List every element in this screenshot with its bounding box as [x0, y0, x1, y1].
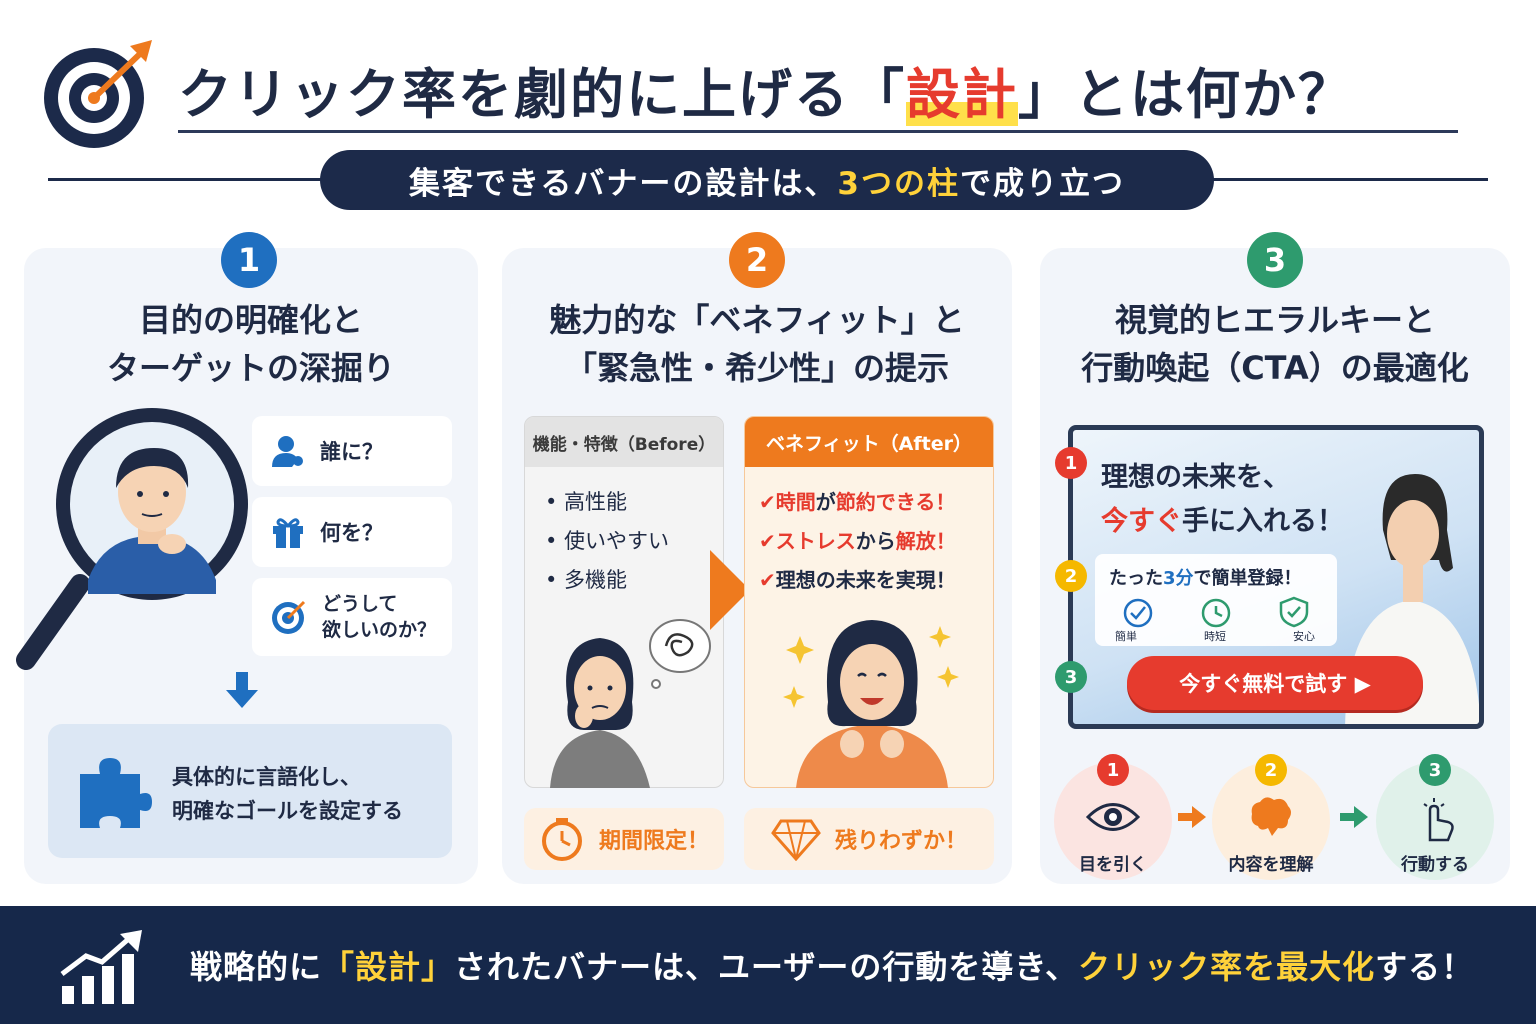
diamond-icon — [771, 819, 821, 861]
icon-label: 安心 — [1293, 630, 1315, 643]
subtitle-pill: 集客できるバナーの設計は、3つの柱で成り立つ — [320, 150, 1214, 210]
goal-line1: 具体的に言語化し、 — [172, 765, 361, 789]
urgency-badge: 期間限定！ — [524, 808, 724, 870]
pillar-2-number: 2 — [729, 232, 785, 288]
happy-woman-illustration — [783, 620, 959, 788]
subtitle-highlight: 3つの柱 — [837, 165, 960, 202]
pillar-3-number: 3 — [1247, 232, 1303, 288]
pillar-1-title: 目的の明確化とターゲットの深掘り — [106, 301, 395, 387]
title-highlight: 設計 — [906, 63, 1018, 126]
question-card-who: 誰に？ — [252, 416, 452, 486]
user-icon — [272, 436, 303, 467]
arrow-right-icon — [1178, 806, 1206, 828]
benefit-item: ✔時間が節約できる！ — [759, 490, 956, 514]
icon-label: 簡単 — [1115, 630, 1137, 643]
pillar-1-number: 1 — [221, 232, 277, 288]
brain-icon — [1251, 797, 1291, 836]
step-label-act: 行動する — [1401, 855, 1469, 875]
sample-banner: 理想の未来を、 今すぐ手に入れる！ たった3分で簡単登録！ 簡単 時短 安心 今… — [1068, 425, 1484, 729]
target-icon — [44, 40, 152, 148]
goal-box: 具体的に言語化し、明確なゴールを設定する — [48, 724, 452, 858]
banner-headline: 理想の未来を、 今すぐ手に入れる！ — [1101, 462, 1344, 537]
page-title: クリック率を劇的に上げる「設計」とは何か？ — [178, 63, 1354, 126]
hierarchy-marker-1: 1 — [1055, 447, 1087, 479]
benefit-item: ✔理想の未来を実現！ — [759, 568, 956, 592]
cta-button[interactable]: 今すぐ無料で試す ▶ — [1127, 656, 1423, 710]
gift-icon — [273, 518, 303, 548]
step-label-attract: 目を引く — [1079, 855, 1147, 875]
icon-label: 時短 — [1204, 630, 1226, 643]
scarcity-badge: 残りわずか！ — [744, 808, 994, 870]
question-why-line1: どうして — [322, 593, 398, 615]
goal-line2: 明確なゴールを設定する — [172, 799, 403, 823]
benefit-item: ✔ストレスから解放！ — [759, 529, 956, 553]
question-card-what: 何を？ — [252, 497, 452, 567]
question-why-line2: 欲しいのか？ — [322, 619, 437, 641]
hierarchy-marker-2: 2 — [1055, 560, 1087, 592]
question-who: 誰に？ — [320, 440, 383, 464]
eye-icon — [1086, 803, 1140, 831]
banner-subcard: たった3分で簡単登録！ 簡単 時短 安心 — [1095, 554, 1337, 646]
before-header: 機能・特徴（Before） — [525, 417, 723, 467]
pillar-2-title: 魅力的な「ベネフィット」と「緊急性・希少性」の提示 — [549, 301, 965, 387]
step-label-understand: 内容を理解 — [1228, 855, 1314, 875]
feature-item: • 高性能 — [545, 490, 628, 514]
arrow-right-icon — [1340, 806, 1368, 828]
before-column: 機能・特徴（Before） • 高性能 • 使いやすい • 多機能 — [524, 416, 724, 788]
arrow-right-icon — [710, 550, 750, 630]
check-shield-icon — [1123, 598, 1153, 628]
clock-icon — [1201, 598, 1231, 628]
clock-icon — [541, 818, 582, 861]
footer-bar: 戦略的に「設計」されたバナーは、ユーザーの行動を導き、クリック率を最大化する！ — [0, 906, 1536, 1024]
arrow-down-icon — [226, 672, 258, 708]
pointer-hand-icon — [1423, 798, 1454, 842]
step-number-1: 1 — [1097, 754, 1129, 786]
puzzle-icon — [80, 758, 152, 828]
target-icon — [272, 600, 306, 634]
magnifier-person-illustration — [16, 408, 248, 670]
feature-item: • 使いやすい — [545, 529, 670, 553]
after-header: ベネフィット（After） — [745, 417, 993, 467]
title-area: クリック率を劇的に上げる「設計」とは何か？ — [40, 30, 1480, 148]
question-card-why: どうして欲しいのか？ — [252, 578, 452, 656]
footer-message: 戦略的に「設計」されたバナーは、ユーザーの行動を導き、クリック率を最大化する！ — [190, 948, 1475, 986]
feature-item: • 多機能 — [545, 568, 628, 592]
shield-icon — [1279, 596, 1309, 628]
step-number-2: 2 — [1255, 754, 1287, 786]
hierarchy-marker-3: 3 — [1055, 661, 1087, 693]
confused-woman-illustration — [550, 619, 711, 788]
title-underline — [178, 130, 1458, 133]
growth-chart-icon — [60, 930, 142, 1004]
pillar-3-title: 視覚的ヒエラルキーと行動喚起（CTA）の最適化 — [1081, 301, 1469, 387]
step-number-3: 3 — [1419, 754, 1451, 786]
question-what: 何を？ — [320, 521, 383, 545]
